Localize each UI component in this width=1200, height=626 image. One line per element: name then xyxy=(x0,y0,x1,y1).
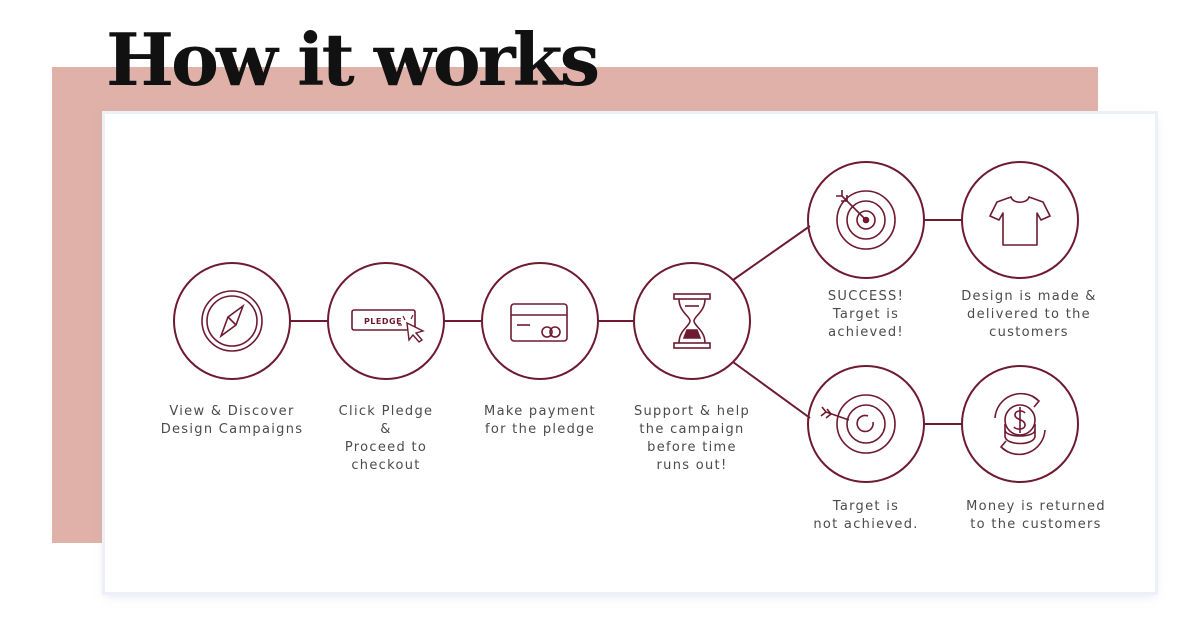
failure-circle xyxy=(807,365,925,483)
pledge-button-cursor-icon: PLEDGE xyxy=(351,309,425,343)
pledge-button-text: PLEDGE xyxy=(364,317,402,326)
success-label: SUCCESS! Target is achieved! xyxy=(827,289,905,340)
step-3-label: Make payment for the pledge xyxy=(484,404,596,437)
step-1-circle xyxy=(173,262,291,380)
delivery-circle xyxy=(961,161,1079,279)
target-missed-icon xyxy=(820,394,896,454)
compass-icon xyxy=(201,290,263,352)
step-3-circle xyxy=(481,262,599,380)
money-refund-icon xyxy=(994,392,1046,456)
refund-label: Money is returned to the customers xyxy=(966,499,1106,532)
step-2-circle xyxy=(327,262,445,380)
credit-card-icon xyxy=(510,303,568,342)
page-title: How it works xyxy=(106,17,600,102)
refund-circle xyxy=(961,365,1079,483)
step-2-label: Click Pledge & Proceed to checkout xyxy=(338,404,434,473)
tshirt-icon xyxy=(989,196,1051,246)
failure-label: Target is not achieved. xyxy=(813,499,919,532)
step-4-label: Support & help the campaign before time … xyxy=(633,404,751,473)
step-1-label: View & Discover Design Campaigns xyxy=(160,404,304,437)
hourglass-icon xyxy=(673,293,711,349)
delivery-label: Design is made & delivered to the custom… xyxy=(961,289,1097,340)
step-4-circle xyxy=(633,262,751,380)
success-circle xyxy=(807,161,925,279)
connector-to-failure xyxy=(732,361,811,419)
connector-to-success xyxy=(732,225,811,281)
target-hit-icon xyxy=(836,190,896,250)
